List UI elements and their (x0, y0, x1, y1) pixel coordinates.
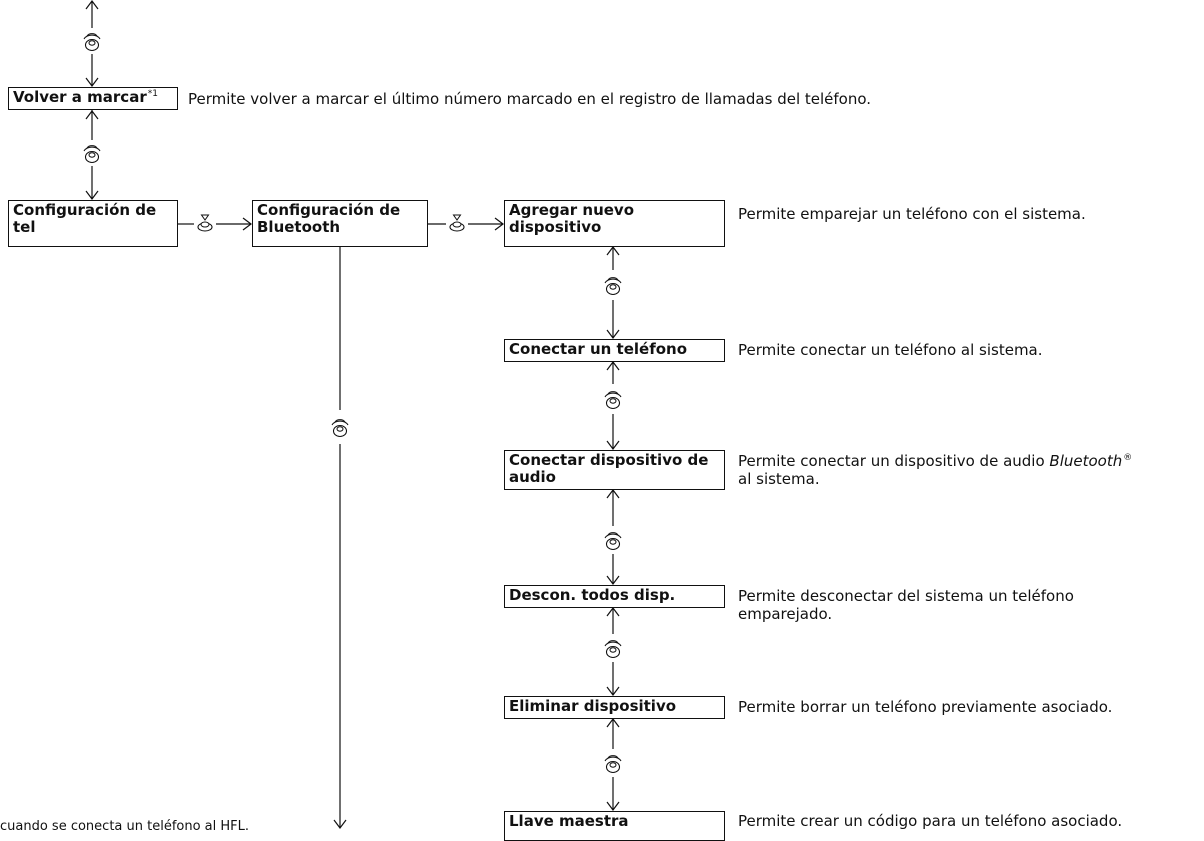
rotate-knob-icon (604, 391, 622, 410)
pass-key-label: Llave maestra (509, 812, 629, 830)
rotate-knob-icon (83, 33, 101, 52)
disconnect-all-box: Descon. todos disp. (504, 585, 725, 608)
disconnect-all-label: Descon. todos disp. (509, 586, 676, 604)
bluetooth-settings-label: Configuración de Bluetooth (257, 201, 401, 236)
connect-audio-label: Conectar dispositivo de audio (509, 451, 709, 486)
connect-phone-description: Permite conectar un teléfono al sistema. (738, 341, 1043, 359)
redial-box: Volver a marcar*1 (8, 87, 178, 110)
add-device-box: Agregar nuevo dispositivo (504, 200, 725, 247)
registered-mark: ® (1123, 453, 1133, 463)
rotate-knob-icon (83, 145, 101, 164)
delete-device-box: Eliminar dispositivo (504, 696, 725, 719)
redial-description: Permite volver a marcar el último número… (188, 90, 872, 108)
rotate-knob-icon (604, 755, 622, 774)
rotate-knob-icon (604, 532, 622, 551)
disconnect-all-description: Permite desconectar del sistema un teléf… (738, 587, 1074, 623)
pass-key-description: Permite crear un código para un teléfono… (738, 812, 1123, 830)
add-device-label: Agregar nuevo dispositivo (509, 201, 635, 236)
connect-phone-box: Conectar un teléfono (504, 339, 725, 362)
press-knob-icon (197, 214, 213, 232)
redial-label: Volver a marcar (13, 88, 147, 106)
connect-audio-description: Permite conectar un dispositivo de audio… (738, 452, 1132, 488)
delete-device-label: Eliminar dispositivo (509, 697, 677, 715)
add-device-description: Permite emparejar un teléfono con el sis… (738, 205, 1086, 223)
bluetooth-settings-box: Configuración de Bluetooth (252, 200, 428, 247)
connect-audio-text-b: al sistema. (738, 470, 820, 488)
delete-device-description: Permite borrar un teléfono previamente a… (738, 698, 1113, 716)
phone-settings-box: Configuración de tel (8, 200, 178, 247)
connect-audio-box: Conectar dispositivo de audio (504, 450, 725, 490)
rotate-knob-icon (604, 640, 622, 659)
footnote-text: cuando se conecta un teléfono al HFL. (0, 819, 250, 834)
phone-settings-label: Configuración de tel (13, 201, 157, 236)
bluetooth-brand-text: Bluetooth (1049, 452, 1123, 470)
footnote-marker: *1 (147, 89, 158, 99)
rotate-knob-icon (331, 419, 349, 438)
rotate-knob-icon (604, 277, 622, 296)
press-knob-icon (449, 214, 465, 232)
connect-phone-label: Conectar un teléfono (509, 340, 688, 358)
pass-key-box: Llave maestra (504, 811, 725, 841)
connect-audio-text-a: Permite conectar un dispositivo de audio (738, 452, 1050, 470)
